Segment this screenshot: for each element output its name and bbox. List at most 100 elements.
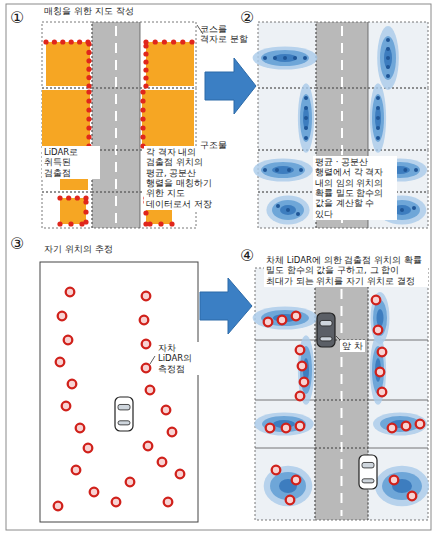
measured-point [272, 466, 281, 475]
callout-text: LiDAR로 취득된 검출점 [42, 146, 100, 179]
detection-dot [275, 168, 279, 172]
measured-point [378, 388, 387, 397]
measured-point [282, 424, 291, 433]
measured-point [300, 378, 309, 387]
grid-line [42, 88, 92, 150]
detection-dot [143, 51, 148, 56]
measured-point [90, 488, 99, 497]
probability-density [372, 94, 384, 142]
grid-cell [42, 22, 92, 88]
detection-dot [66, 195, 71, 200]
measured-point [142, 340, 151, 349]
grid-line [368, 340, 428, 400]
car [359, 455, 377, 489]
detection-dot [140, 116, 145, 121]
measured-point [146, 386, 155, 395]
detection-dot [304, 126, 308, 130]
detection-dot [86, 67, 91, 72]
measured-point [266, 424, 275, 433]
callout-number: ③ [10, 236, 24, 252]
lane-line [115, 26, 117, 224]
measured-point [264, 318, 273, 327]
grid-cell [255, 340, 315, 400]
detection-dot [86, 98, 91, 103]
detection-dot [143, 210, 148, 215]
measured-point [292, 476, 301, 485]
callout-number: ④ [240, 248, 254, 264]
measured-point [278, 316, 287, 325]
detection-dot [263, 56, 267, 60]
detection-dot [143, 67, 148, 72]
detection-dot [79, 221, 84, 226]
detection-dot [162, 39, 167, 44]
probability-density [373, 412, 427, 435]
detection-dot [304, 116, 308, 120]
detection-dot [414, 168, 418, 172]
grid-line [315, 340, 368, 400]
grid-line [92, 22, 140, 88]
detection-dot [158, 221, 163, 226]
grid-cell [140, 88, 196, 150]
detection-dot [86, 125, 91, 130]
detection-dot [57, 221, 62, 226]
measured-point [66, 288, 75, 297]
callout-text: 차체 LiDAR에 의한 검출점 위치의 확률 밀도 함수의 값을 구하고, 그… [264, 254, 428, 287]
measured-point [296, 392, 305, 401]
measured-point [126, 478, 135, 487]
detection-dot [86, 89, 91, 94]
detection-dot [412, 206, 416, 210]
probability-density [253, 158, 312, 181]
car-window [118, 404, 130, 409]
detection-dot [386, 74, 390, 78]
probability-density [254, 412, 313, 435]
measured-point [390, 476, 399, 485]
grid-cell [42, 88, 92, 150]
detection-dot [386, 56, 390, 60]
detection-dot [57, 195, 62, 200]
detection-dot [304, 106, 308, 110]
callout-number: ② [240, 10, 254, 26]
block-arrow [200, 278, 252, 334]
measured-point [112, 498, 121, 507]
detection-dot [386, 47, 390, 51]
grid-cell [255, 448, 315, 520]
detection-dot [143, 43, 148, 48]
structure [142, 90, 194, 148]
section-heading: 자기 위치의 추정 [44, 244, 194, 255]
detection-dot [140, 107, 145, 112]
detection-dot [143, 59, 148, 64]
detection-dot [60, 39, 65, 44]
detection-dot [304, 136, 308, 140]
probability-density [377, 26, 399, 90]
measured-point [72, 466, 81, 475]
grid-line [316, 88, 368, 150]
leader-line [150, 356, 155, 364]
probability-density [380, 36, 396, 80]
grid-line [140, 88, 196, 150]
measured-point [68, 380, 77, 389]
detection-dot [376, 106, 380, 110]
structure [42, 90, 90, 148]
car-window [118, 421, 130, 425]
probability-density [253, 46, 318, 69]
probability-density [262, 416, 306, 432]
grid-line [255, 340, 315, 400]
detection-dot [86, 83, 91, 88]
detection-dot [376, 126, 380, 130]
measured-point [298, 362, 307, 371]
grid-line [315, 400, 368, 448]
probability-density [375, 106, 381, 130]
measured-point [372, 296, 381, 305]
detection-dot [153, 39, 158, 44]
probability-density [373, 300, 387, 336]
detection-dot [263, 168, 267, 172]
grid-cell [42, 192, 92, 228]
outer-frame [6, 4, 431, 530]
detection-dot [303, 56, 307, 60]
grid-line [42, 192, 92, 228]
measured-point [62, 402, 71, 411]
probability-density [380, 416, 420, 432]
probability-density [370, 335, 386, 405]
detection-dot [140, 125, 145, 130]
detection-dot [299, 168, 303, 172]
